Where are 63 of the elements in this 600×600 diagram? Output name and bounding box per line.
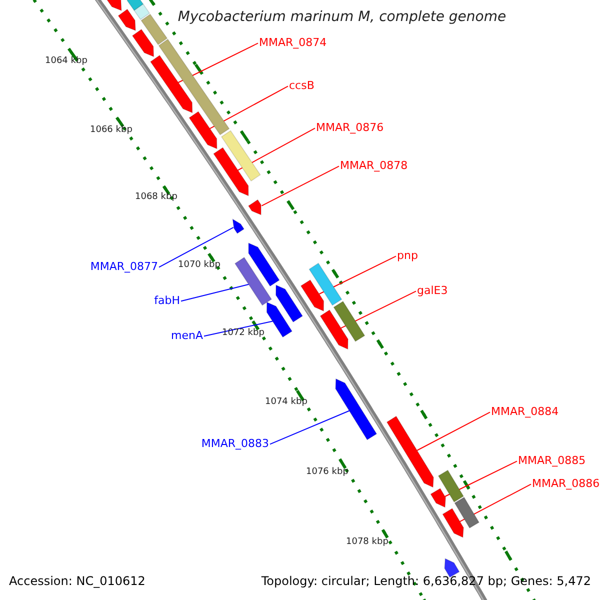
gene-segment [158, 38, 230, 136]
leader-line [204, 320, 274, 337]
gene-label: MMAR_0884 [491, 405, 559, 418]
leader-line [178, 42, 258, 83]
gene-segment [308, 262, 342, 306]
gene-segment [444, 558, 460, 578]
leader-line [444, 460, 518, 497]
gene-segment [126, 0, 144, 12]
gene-segment [234, 256, 272, 306]
accession-label: Accession: NC_010612 [9, 575, 146, 588]
genome-stats-label: Topology: circular; Length: 6,636,827 bp; Genes: 5,472 [261, 575, 591, 588]
leader-line [270, 410, 350, 445]
leader-line [318, 256, 396, 294]
gene-segment [276, 284, 304, 323]
gene-segment [220, 130, 261, 182]
gene-label: menA [171, 329, 203, 342]
gene-segment [118, 8, 136, 32]
leader-line [261, 166, 340, 206]
scale-label: 1074 kbp [265, 396, 308, 409]
gene-segment [430, 488, 446, 508]
gene-segment [454, 496, 480, 529]
gene-segment [232, 218, 245, 234]
scale-label: 1064 kbp [45, 55, 88, 68]
gene-segment [266, 302, 293, 338]
gene-segment [188, 111, 218, 150]
gene-segment [248, 199, 262, 216]
gene-label: MMAR_0878 [340, 159, 408, 172]
gene-label: ccsB [289, 79, 314, 92]
gene-segment [300, 279, 324, 312]
leader-line [158, 226, 234, 268]
scale-label: 1068 kbp [135, 191, 178, 204]
gene-segment [442, 508, 464, 538]
scale-label: 1066 kbp [90, 124, 132, 137]
gene-segment [134, 4, 150, 20]
gene-label: MMAR_0877 [90, 260, 158, 273]
scale-label: 1076 kbp [306, 466, 348, 479]
leader-line [416, 412, 490, 451]
leader-line [180, 284, 250, 302]
leader-line [209, 86, 288, 130]
gene-segment [335, 378, 378, 440]
gene-segment [248, 242, 280, 287]
leader-line [237, 128, 316, 171]
title: Mycobacterium marinum M, complete genome [176, 9, 508, 26]
gene-segment [386, 416, 434, 488]
gene-segment [213, 147, 249, 196]
scale-label: 1078 kbp [346, 536, 388, 549]
gene-label: MMAR_0876 [316, 121, 384, 134]
gene-label: MMAR_0885 [518, 454, 586, 467]
gene-segment [140, 14, 168, 46]
gene-label: galE3 [417, 284, 448, 297]
scale-label: 1072 kbp [222, 327, 264, 340]
gene-label: MMAR_0874 [259, 36, 327, 49]
scale-label: 1070 kbp [178, 259, 220, 272]
gene-label: MMAR_0883 [201, 437, 269, 450]
gene-segment [132, 28, 154, 58]
gene-segment [150, 54, 193, 114]
gene-label: fabH [154, 294, 180, 307]
gene-label: pnp [397, 249, 418, 262]
gene-segment [333, 300, 366, 342]
gene-segment [438, 470, 464, 503]
gene-label: MMAR_0886 [532, 477, 600, 490]
leader-line [459, 484, 532, 522]
gene-segment [320, 309, 348, 350]
